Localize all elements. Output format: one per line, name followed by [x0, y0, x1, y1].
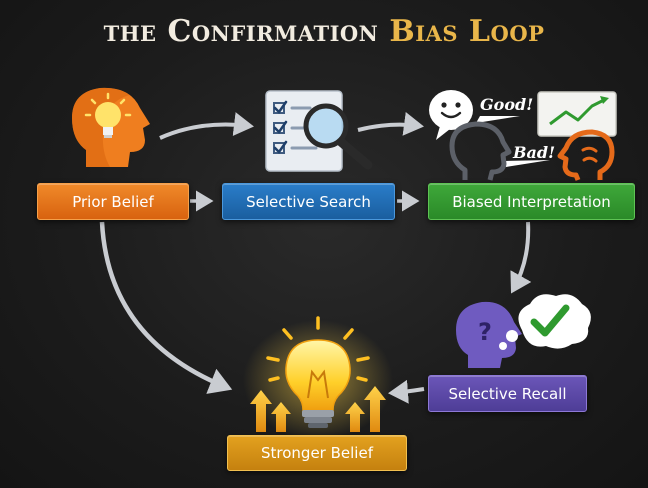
arrow-interp-to-recall	[510, 221, 532, 294]
smiley-speech-icon	[429, 90, 473, 140]
title-part-1: the Confirmation	[103, 14, 379, 49]
good-label: Good!	[480, 95, 534, 114]
angry-head-icon	[557, 129, 615, 181]
node-selective-recall: Selective Recall	[428, 375, 587, 412]
title-part-2: Bias Loop	[389, 14, 545, 49]
up-arrows-icon	[250, 386, 386, 432]
thought-bubble-check-icon	[499, 294, 591, 350]
arrow-prior-to-stronger	[99, 221, 233, 394]
lightbulb-head-icon	[72, 87, 150, 167]
arrow-checklist-to-speech	[357, 111, 424, 136]
node-biased-interpretation: Biased Interpretation	[428, 183, 635, 220]
diagram-title: the Confirmation Bias Loop	[0, 14, 648, 49]
svg-text:?: ?	[478, 318, 492, 346]
arrow-head-to-checklist	[159, 112, 254, 140]
good-speech-line	[476, 116, 520, 123]
bad-speech-line	[505, 160, 550, 167]
node-prior-belief: Prior Belief	[37, 183, 189, 220]
trend-chart-icon	[537, 91, 617, 137]
thinking-head-icon	[449, 121, 512, 181]
node-stronger-belief: Stronger Belief	[227, 435, 407, 471]
thought-head-icon: ?	[456, 301, 522, 368]
node-selective-search: Selective Search	[222, 183, 395, 220]
arrow-recall-to-stronger	[388, 379, 425, 404]
checklist-magnifier-icon	[265, 90, 373, 172]
bad-label: Bad!	[513, 143, 556, 162]
